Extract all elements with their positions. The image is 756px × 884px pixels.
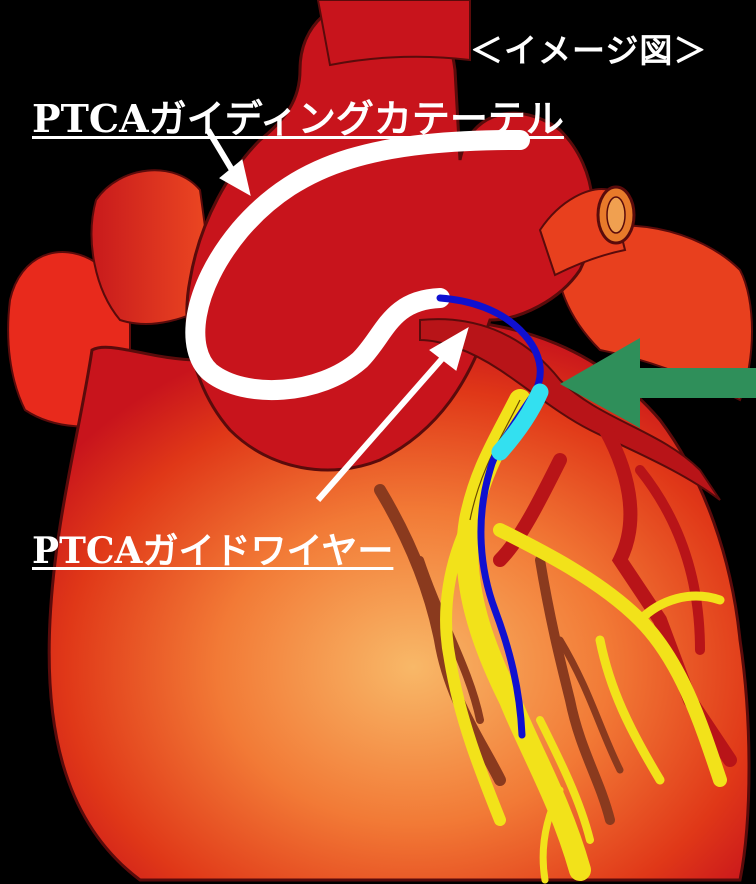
superior-vessel [318,0,470,65]
diagram-title: ＜イメージ図＞ [470,24,707,72]
guidewire-label: PTCAガイドワイヤー [32,522,393,574]
catheter-label: PTCAガイディングカテーテル [32,88,564,143]
